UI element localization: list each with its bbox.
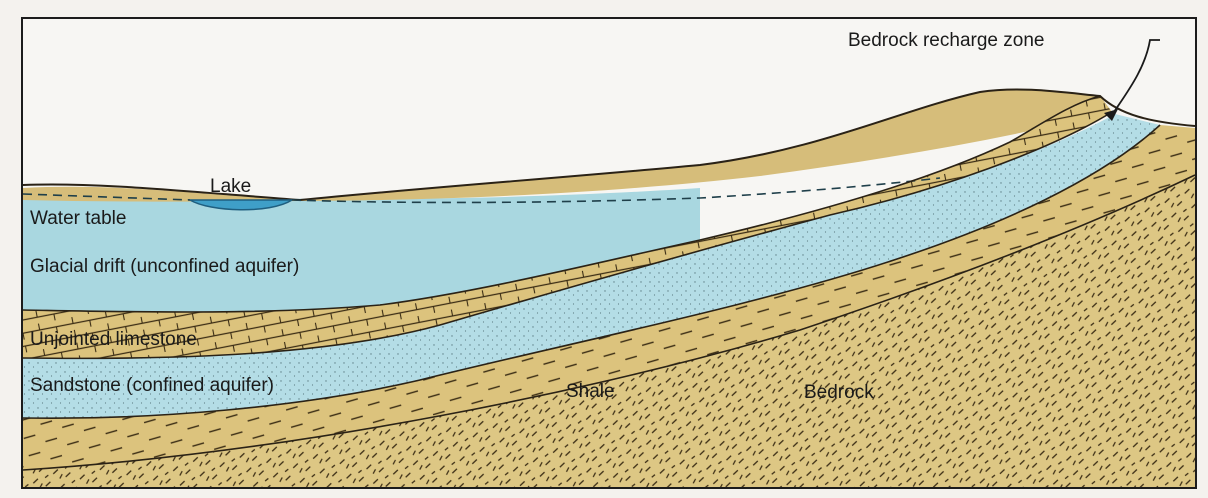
label-unjointed-limestone: Unjointed limestone xyxy=(30,329,197,350)
label-shale: Shale xyxy=(566,381,615,402)
label-water-table: Water table xyxy=(30,208,126,229)
label-bedrock: Bedrock xyxy=(804,382,874,403)
label-glacial-drift: Glacial drift (unconfined aquifer) xyxy=(30,256,299,277)
label-lake: Lake xyxy=(210,176,251,197)
label-bedrock-recharge-zone: Bedrock recharge zone xyxy=(848,30,1044,51)
label-sandstone: Sandstone (confined aquifer) xyxy=(30,375,274,396)
